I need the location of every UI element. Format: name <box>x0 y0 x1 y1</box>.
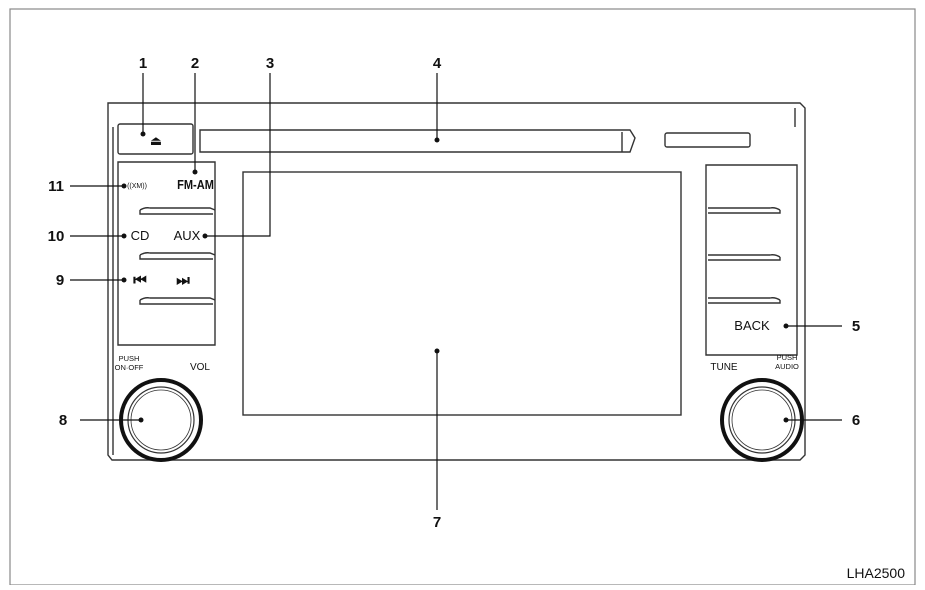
next-track-button[interactable]: ⏭ <box>176 272 190 289</box>
callout-leader-2 <box>192 73 198 175</box>
callout-leader-10 <box>70 233 127 239</box>
tune-label: TUNE <box>710 362 738 373</box>
callout-4: 4 <box>433 55 442 72</box>
callout-6: 6 <box>852 412 860 429</box>
callout-7: 7 <box>433 514 441 531</box>
callout-leader-3 <box>202 73 271 239</box>
xm-button[interactable]: ((XM)) <box>127 183 147 190</box>
callout-10: 10 <box>48 228 65 245</box>
push-on-off-label-1: PUSH <box>119 354 140 363</box>
eject-button[interactable] <box>117 123 194 155</box>
figure-frame <box>9 8 916 586</box>
cd-slot <box>199 129 636 153</box>
left-divider-1 <box>139 207 216 215</box>
callout-leader-11 <box>70 183 127 189</box>
callout-3: 3 <box>266 55 274 72</box>
callout-leader-9 <box>70 277 127 283</box>
left-button-panel <box>117 161 216 346</box>
push-audio-label-1: PUSH <box>777 353 798 362</box>
callout-11: 11 <box>48 178 64 195</box>
right-divider-1 <box>708 207 781 214</box>
push-on-off-label-2: ON·OFF <box>115 363 144 372</box>
card-slot <box>664 132 751 148</box>
callout-leader-1 <box>140 73 146 137</box>
callout-8: 8 <box>59 412 67 429</box>
cd-button[interactable]: CD <box>131 228 150 243</box>
push-audio-label-2: AUDIO <box>775 362 799 371</box>
vol-label: VOL <box>190 362 210 373</box>
right-divider-3 <box>708 297 781 304</box>
back-button[interactable]: BACK <box>734 318 770 333</box>
callout-2: 2 <box>191 55 199 72</box>
prev-track-button[interactable]: ⏮ <box>133 272 147 289</box>
left-divider-2 <box>139 252 216 260</box>
left-divider-3 <box>139 297 216 305</box>
right-divider-2 <box>708 254 781 261</box>
display-screen <box>242 171 682 416</box>
right-button-panel <box>705 164 798 356</box>
eject-icon: ⏏ <box>150 133 162 148</box>
callout-1: 1 <box>139 55 147 72</box>
callout-9: 9 <box>56 272 64 289</box>
unit-bezel <box>107 102 806 461</box>
figure-code: LHA2500 <box>847 565 906 581</box>
aux-button[interactable]: AUX <box>174 228 201 243</box>
unit-top-recess <box>112 108 796 455</box>
callout-5: 5 <box>852 318 860 335</box>
fm-am-button[interactable]: FM-AM <box>177 177 214 192</box>
